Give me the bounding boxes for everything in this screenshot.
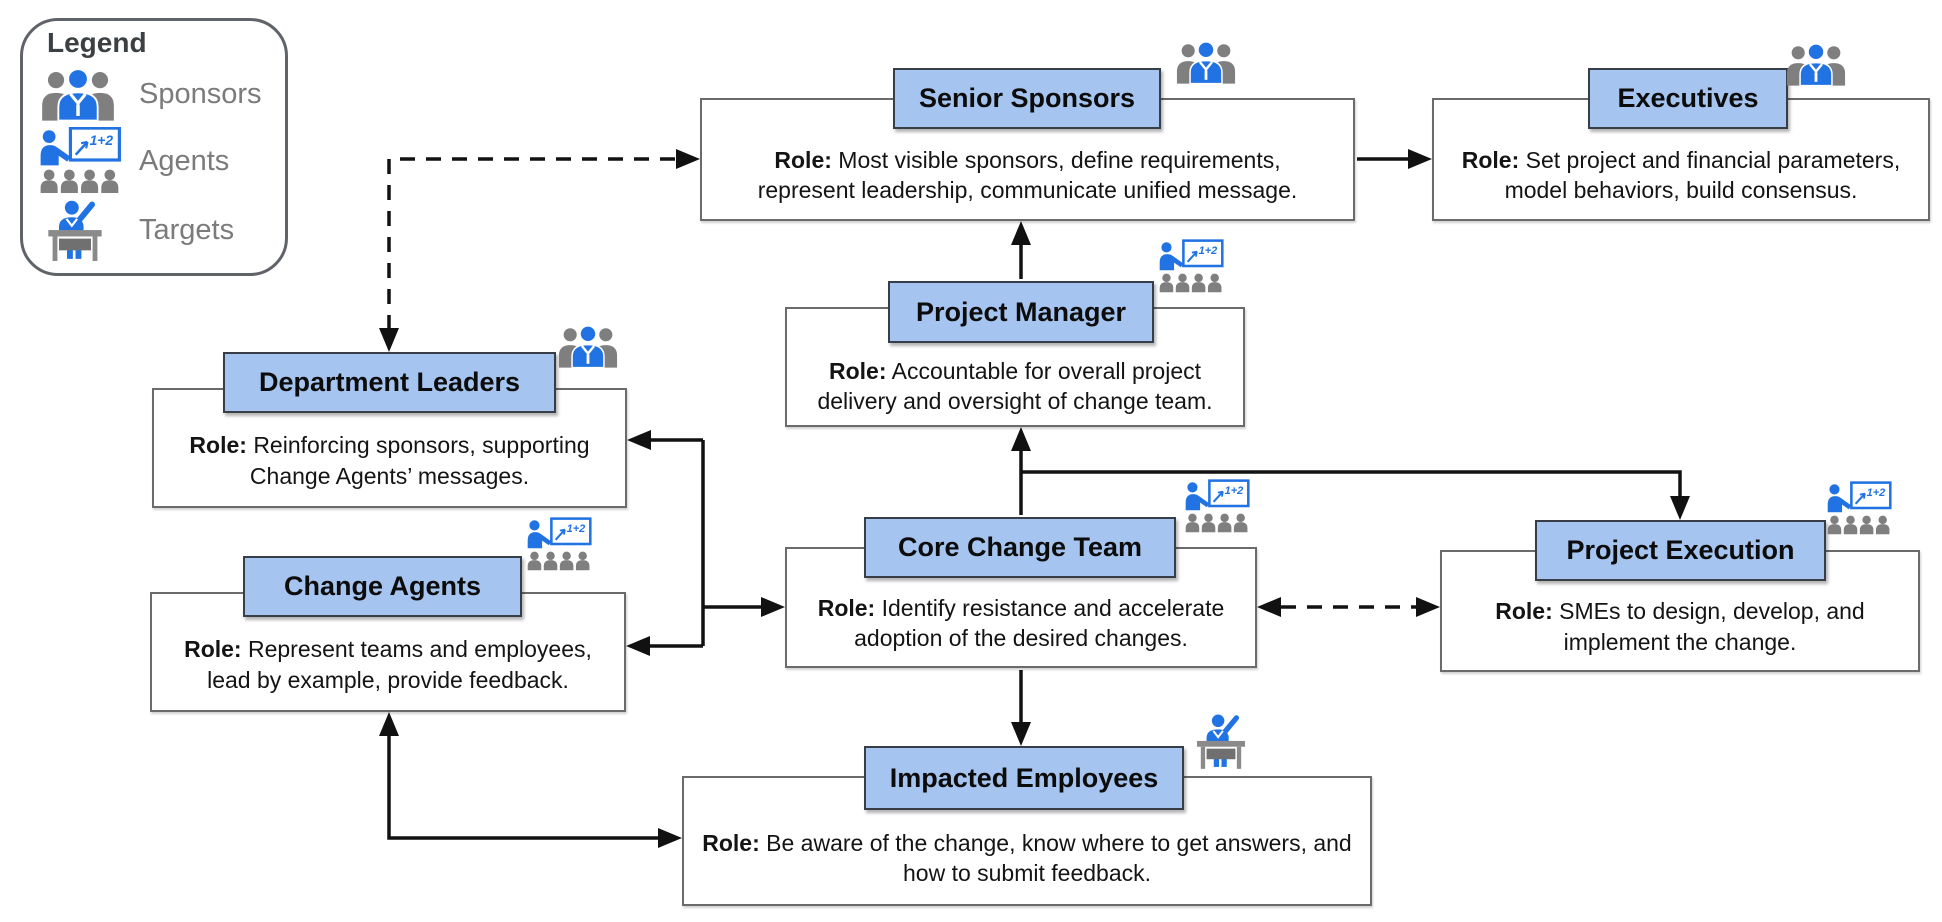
legend-label-sponsors: Sponsors <box>139 77 262 110</box>
node-role: Role: Reinforcing sponsors, supporting C… <box>189 432 590 489</box>
connector-dept-leaders-senior-sponsors-dashed <box>379 149 700 352</box>
node-title: Executives <box>1588 68 1788 129</box>
node-role: Role: Identify resistance and accelerate… <box>817 594 1225 651</box>
node-role: Role: Most visible sponsors, define requ… <box>757 146 1298 203</box>
connector-project-manager-senior-sponsors <box>1011 221 1031 279</box>
connector-change-agents-impacted-employees <box>379 712 682 848</box>
agents-icon <box>37 127 123 193</box>
node-role: Role: SMEs to design, develop, and imple… <box>1495 598 1865 655</box>
legend-label-targets: Targets <box>139 213 235 246</box>
agents-icon <box>1184 478 1250 534</box>
node-title: Project Manager <box>888 281 1154 343</box>
connector-core-change-team-project-execution-top <box>1021 470 1690 520</box>
node-title: Impacted Employees <box>864 746 1184 810</box>
sponsors-icon <box>1786 42 1846 86</box>
agents-icon <box>526 516 592 572</box>
legend-box: Legend Sponsors Agents Targets <box>20 18 288 276</box>
node-title: Senior Sponsors <box>893 68 1161 129</box>
sponsors-icon <box>558 324 618 368</box>
node-title: Change Agents <box>243 556 522 617</box>
connector-senior-sponsors-executives <box>1357 149 1432 169</box>
node-role: Role: Accountable for overall project de… <box>817 357 1213 414</box>
connector-core-change-team-project-execution-dashed <box>1257 597 1440 617</box>
connector-core-change-team-left-trunk <box>626 430 785 656</box>
targets-icon <box>47 197 103 261</box>
sponsors-icon <box>41 67 115 121</box>
connector-core-change-team-project-manager <box>1011 427 1031 515</box>
connector-core-change-team-impacted-employees <box>1011 670 1031 746</box>
targets-icon <box>1196 710 1246 770</box>
agents-icon <box>1158 238 1224 294</box>
sponsors-icon <box>1176 40 1236 84</box>
legend-title: Legend <box>47 27 147 58</box>
legend-label-agents: Agents <box>139 144 230 177</box>
node-role: Role: Be aware of the change, know where… <box>702 829 1352 886</box>
node-title: Core Change Team <box>864 517 1176 578</box>
node-title: Department Leaders <box>223 352 556 413</box>
agents-icon <box>1826 480 1892 536</box>
node-role: Role: Set project and financial paramete… <box>1461 146 1901 203</box>
node-title: Project Execution <box>1535 520 1826 581</box>
node-role: Role: Represent teams and employees, lea… <box>184 636 592 693</box>
